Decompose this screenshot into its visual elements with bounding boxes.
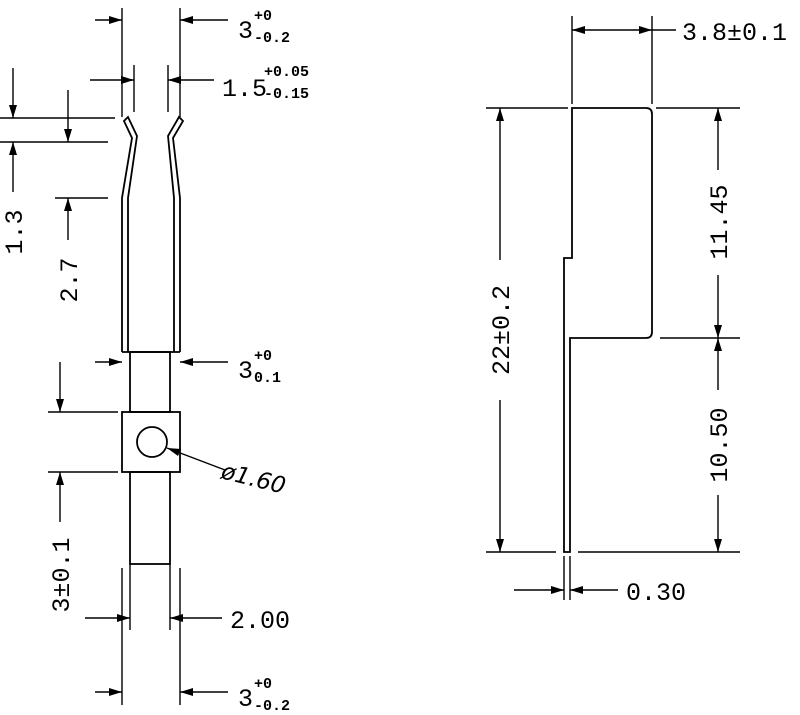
right-view-part [563, 107, 653, 553]
right-prong [167, 115, 185, 352]
dim-top-width-base: 3 [238, 17, 253, 46]
dim-total-length: 22±0.2 [486, 107, 568, 553]
neck [129, 351, 171, 413]
dim-bottom-width-tol-upper: +0 [254, 676, 272, 693]
dim-thickness: 0.30 [514, 556, 686, 608]
dim-lower-length: 3±0.1 [48, 362, 118, 613]
dim-bend-height-label: 2.7 [56, 257, 85, 302]
dim-upper-length: 11.45 [656, 107, 740, 339]
dim-side-width-label: 3.8±0.1 [682, 19, 787, 48]
left-view-part [121, 115, 185, 565]
side-plate [563, 107, 653, 553]
dim-total-length-label: 22±0.2 [488, 285, 517, 375]
dim-top-width: 3 +0 -0.2 [95, 8, 290, 117]
dim-side-width: 3.8±0.1 [571, 16, 787, 104]
dim-top-width-tol-lower: -0.2 [254, 30, 290, 47]
dim-bend-height: 2.7 [55, 90, 108, 303]
dim-mid-width: 3 +0 0.1 [95, 348, 281, 387]
dim-tip-height-label: 1.3 [1, 209, 30, 254]
dim-lower-side-length: 10.50 [578, 338, 740, 553]
dim-bottom-width-tol-lower: -0.2 [254, 698, 290, 715]
dim-thickness-label: 0.30 [626, 579, 686, 608]
dim-mid-width-tol-upper: +0 [254, 348, 272, 365]
dim-upper-length-label: 11.45 [706, 184, 735, 259]
dim-tail-width-label: 2.00 [230, 607, 290, 636]
dim-bottom-width-base: 3 [238, 685, 253, 714]
tail [129, 471, 171, 565]
eyelet-block [121, 411, 181, 473]
dim-mid-width-tol-lower: 0.1 [254, 370, 281, 387]
dim-hole-diameter: ø1.60 [166, 447, 289, 500]
dim-lower-side-length-label: 10.50 [706, 407, 735, 482]
left-prong [121, 115, 138, 352]
dim-lower-length-label: 3±0.1 [48, 537, 77, 612]
dim-bottom-width: 3 +0 -0.2 [95, 676, 290, 715]
dim-tip-gap-tol-upper: +0.05 [264, 64, 309, 81]
dim-tip-gap-base: 1.5 [222, 75, 267, 104]
dim-tip-height: 1.3 [0, 68, 115, 255]
dim-hole-diameter-label: ø1.60 [218, 458, 289, 499]
dim-tip-gap: 1.5 +0.05 -0.15 [90, 64, 309, 112]
dim-tail-width: 2.00 [85, 564, 290, 705]
dim-tip-gap-tol-lower: -0.15 [264, 86, 309, 103]
eyelet-hole [136, 426, 168, 458]
dim-mid-width-base: 3 [238, 357, 253, 386]
dim-top-width-tol-upper: +0 [254, 8, 272, 25]
